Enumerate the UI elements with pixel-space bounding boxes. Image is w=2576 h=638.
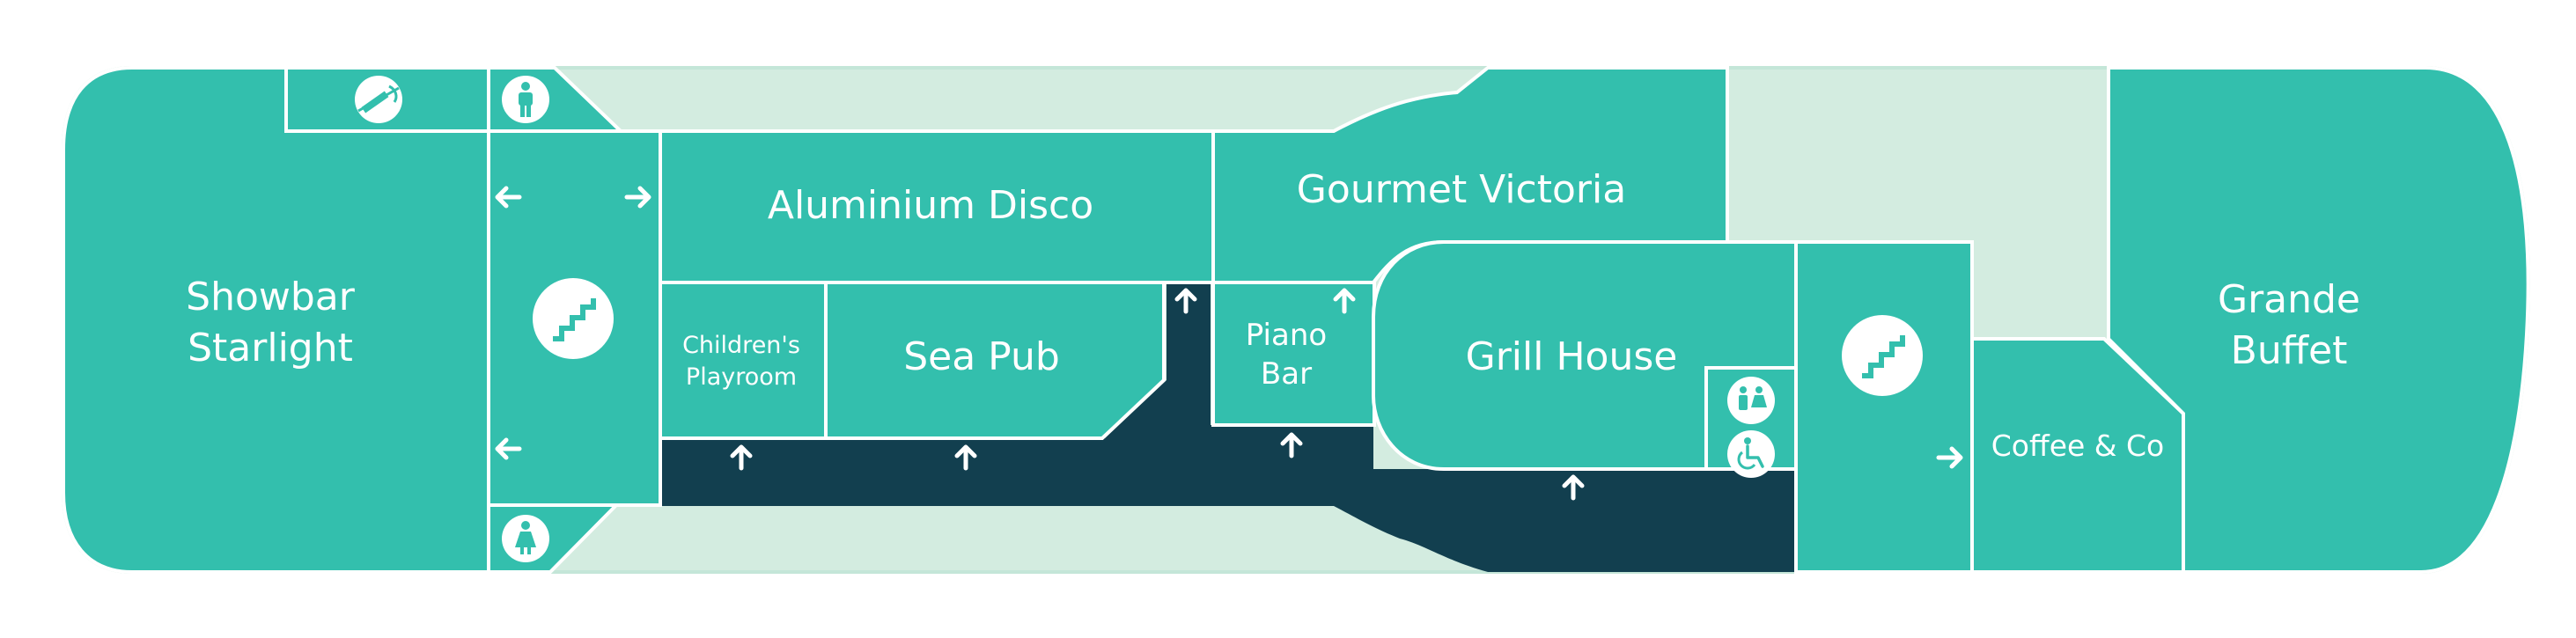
- gourmet-victoria-label: Gourmet Victoria: [1297, 167, 1626, 212]
- toilets-icon: [1727, 377, 1775, 424]
- left-arrow-icon: [495, 186, 522, 209]
- grande-buffet-label-line1: Grande: [2218, 277, 2360, 322]
- childrens-playroom-label-line2: Playroom: [686, 363, 797, 391]
- stairs-icon: [1842, 315, 1923, 396]
- female-toilet-icon: [502, 515, 549, 562]
- room-grande-buffet[interactable]: [2107, 66, 2530, 574]
- up-arrow-icon: [1562, 474, 1585, 501]
- up-arrow-icon: [954, 444, 977, 471]
- main-corridor: [662, 284, 1796, 572]
- room-showbar-starlight[interactable]: [62, 66, 490, 574]
- up-arrow-icon: [1280, 432, 1303, 458]
- room-sea-pub[interactable]: [824, 281, 1166, 440]
- accessible-toilet-icon: [1727, 430, 1775, 478]
- right-arrow-icon: [1936, 446, 1963, 469]
- sea-pub-label: Sea Pub: [903, 334, 1060, 379]
- room-aluminium-disco[interactable]: [659, 129, 1215, 284]
- left-arrow-icon: [495, 437, 522, 460]
- showbar-label-line1: Showbar: [186, 275, 356, 319]
- childrens-playroom-label-line1: Children's: [682, 332, 800, 359]
- grande-buffet-label-line2: Buffet: [2231, 328, 2348, 373]
- right-arrow-icon: [624, 186, 651, 209]
- room-grill-house[interactable]: [1372, 240, 1798, 471]
- room-gourmet-victoria[interactable]: [1211, 66, 1729, 284]
- male-toilet-icon: [502, 76, 549, 123]
- room-stair-hall-right[interactable]: [1794, 240, 1974, 574]
- up-arrow-icon: [1174, 288, 1197, 314]
- no-smoking-icon: [355, 76, 402, 123]
- up-arrow-icon: [730, 444, 753, 471]
- up-arrow-icon: [1333, 288, 1356, 314]
- stairs-icon: [533, 278, 614, 359]
- showbar-label-line2: Starlight: [188, 326, 353, 370]
- grill-house-label: Grill House: [1466, 334, 1678, 379]
- coffee-and-co-label: Coffee & Co: [1991, 429, 2165, 463]
- room-piano-bar[interactable]: [1211, 281, 1376, 427]
- aluminium-disco-label: Aluminium Disco: [768, 183, 1093, 228]
- piano-bar-label-line2: Bar: [1261, 356, 1312, 392]
- piano-bar-label-line1: Piano: [1246, 318, 1327, 353]
- room-childrens-playroom[interactable]: [659, 281, 828, 440]
